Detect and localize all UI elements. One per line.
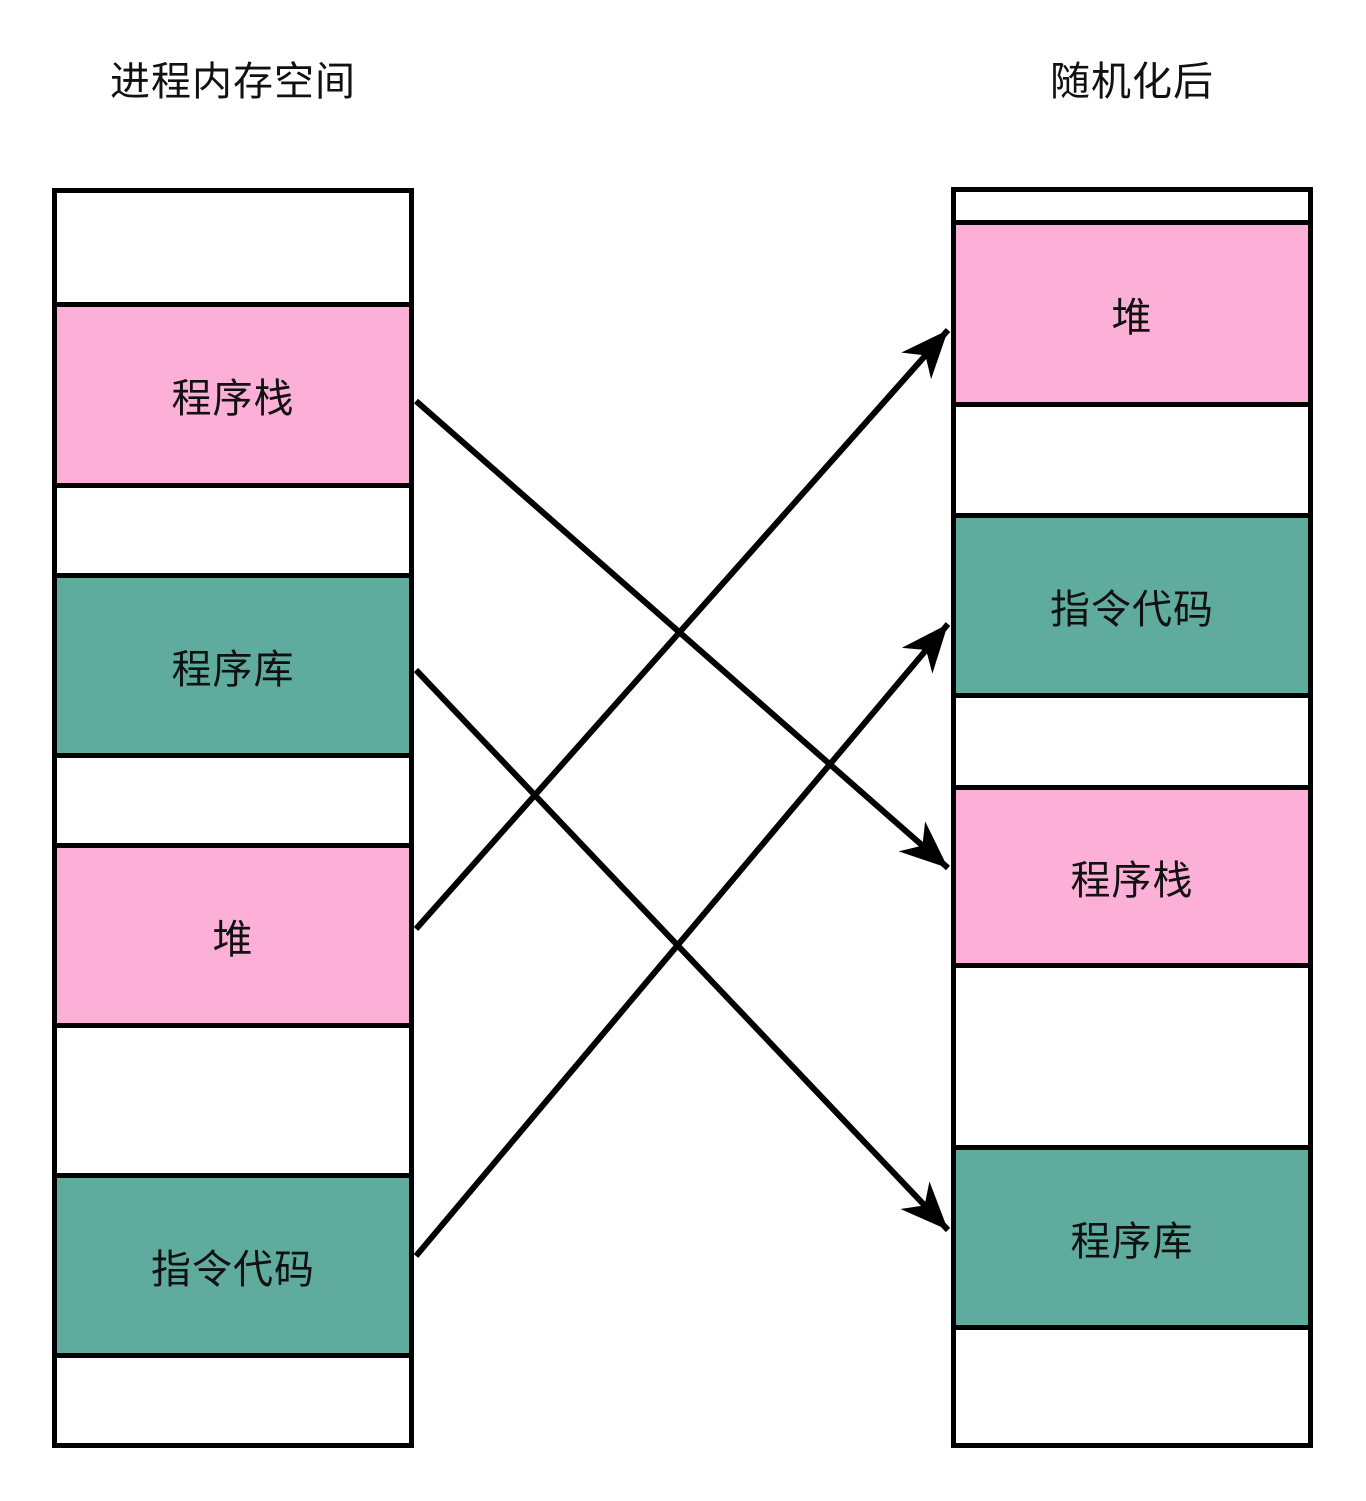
arrow-code xyxy=(413,622,951,1258)
right-segment-code-label: 指令代码 xyxy=(1050,587,1214,632)
right-segment-stack-label: 程序栈 xyxy=(1070,858,1194,903)
right-segment-stack: 程序栈 xyxy=(956,790,1308,968)
left-segment-empty-2 xyxy=(57,488,409,578)
right-segment-heap: 堆 xyxy=(956,225,1308,407)
left-segment-empty-4 xyxy=(57,1028,409,1178)
arrow-library xyxy=(413,667,951,1233)
left-segment-code: 指令代码 xyxy=(57,1178,409,1358)
left-segment-empty-5 xyxy=(57,1358,409,1443)
right-segment-code: 指令代码 xyxy=(956,518,1308,698)
randomized-memory-column: 堆指令代码程序栈程序库 xyxy=(951,187,1313,1448)
right-segment-empty-2 xyxy=(956,407,1308,518)
right-segment-empty-1 xyxy=(956,192,1308,225)
right-segment-library: 程序库 xyxy=(956,1150,1308,1330)
left-segment-library-label: 程序库 xyxy=(171,647,295,692)
left-segment-heap: 堆 xyxy=(57,848,409,1028)
arrow-heap xyxy=(413,328,951,931)
left-segment-stack-label: 程序栈 xyxy=(171,377,295,421)
arrow-stack xyxy=(414,398,950,871)
right-segment-heap-label: 堆 xyxy=(1111,295,1153,340)
left-segment-code-label: 指令代码 xyxy=(151,1247,315,1292)
left-segment-library: 程序库 xyxy=(57,578,409,758)
left-column-title: 进程内存空间 xyxy=(110,60,356,104)
right-column-title: 随机化后 xyxy=(1050,60,1214,104)
left-segment-heap-label: 堆 xyxy=(212,917,254,962)
left-segment-stack: 程序栈 xyxy=(57,307,409,488)
right-segment-empty-4 xyxy=(956,968,1308,1150)
process-memory-column: 程序栈程序库堆指令代码 xyxy=(52,188,414,1448)
right-segment-empty-5 xyxy=(956,1330,1308,1443)
left-segment-empty-3 xyxy=(57,758,409,848)
right-segment-empty-3 xyxy=(956,698,1308,790)
right-segment-library-label: 程序库 xyxy=(1070,1219,1194,1264)
left-segment-empty-1 xyxy=(57,193,409,307)
